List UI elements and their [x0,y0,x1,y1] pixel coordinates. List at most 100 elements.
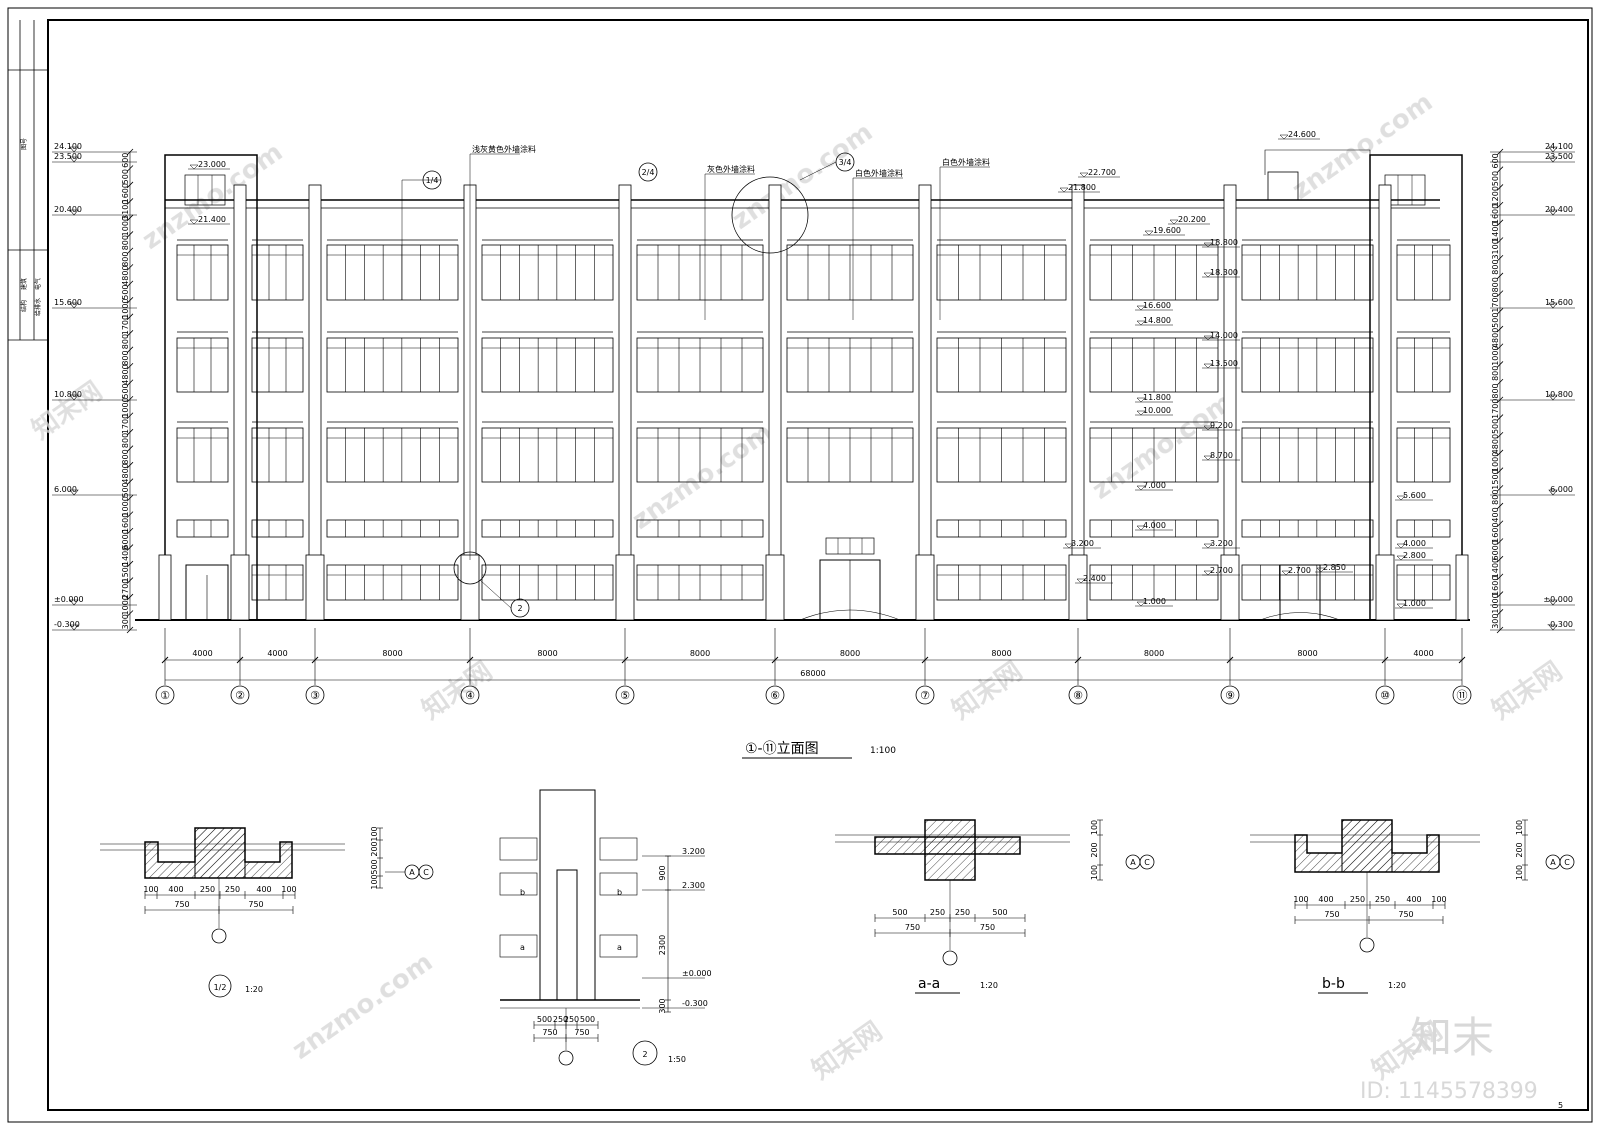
level-value: -0.300 [682,999,708,1008]
inner-border [47,19,1589,1111]
window-band [251,519,304,538]
side-entrance-door [1279,564,1321,621]
axis-bubble [765,685,785,705]
title-block-label: 图号 [21,138,28,150]
level-value: 23.500 [54,152,82,161]
dimension-value: 500 [1491,313,1500,328]
callout-label: 1/4 [426,176,439,185]
detail-dimension: 100 [1293,895,1308,904]
level-value: 21.800 [1068,183,1096,192]
window-band [1396,244,1451,301]
axis-bubble [1559,854,1575,870]
window-band [1241,337,1374,393]
material-note: 白色外墙涂料 [855,168,903,178]
material-notes: 浅灰黄色外墙涂料灰色外墙涂料白色外墙涂料白色外墙涂料1/42/43/42 [401,144,990,618]
window-band [251,564,304,601]
title-block-label: 电气 [34,278,42,290]
axis-bubble [1139,854,1155,870]
window-band [481,244,614,301]
level-value: 10.800 [54,390,82,399]
dimension-value: 1200 [1491,186,1500,206]
watermark-logo: 知末 [1410,1013,1494,1062]
dimension-value: 4800 [1491,328,1500,348]
level-value: 20.200 [1178,215,1206,224]
window-band [1241,244,1374,301]
detail-dimension: 100 [370,826,379,841]
dimension-value: 1000 [121,397,130,417]
dimension-value: 4800 [1491,434,1500,454]
axis-label: ① [160,689,170,702]
dimension-value: 1500 [1491,469,1500,489]
material-note: 浅灰黄色外墙涂料 [472,144,536,154]
detail-scale: 1:20 [980,981,998,990]
dimension-value: 800 [1491,259,1500,274]
level-value: 20.400 [54,205,82,214]
title-block-label: 建筑 [20,278,28,290]
axis-bubble [418,864,434,880]
dimension-value: 3100 [1491,239,1500,259]
dimension-value: 1700 [1491,399,1500,419]
window-band [251,427,304,483]
dimension-value: 800 [1491,383,1500,398]
dimension-value: 4800 [121,463,130,483]
axis-bubble [558,1050,574,1066]
pilasters [158,184,1469,621]
dimension-value: 1600 [1491,576,1500,596]
detail-label: 2 [642,1050,647,1059]
section-mark: b [520,888,525,897]
section-mark: a [617,943,622,952]
level-value: -0.300 [1547,620,1573,629]
right-stair-tower [1369,154,1463,621]
detail-label: b-b [1322,976,1345,992]
axis-bubble [1359,937,1375,953]
axis-label: ⑥ [770,689,780,702]
dimension-value: 1600 [1491,522,1500,542]
level-value: 4.000 [1143,521,1166,530]
axis-label: ③ [310,689,320,702]
outer-border [7,7,1593,1123]
detail-dimension: 100 [1515,820,1524,835]
bay-dimension: 8000 [840,649,860,658]
level-value: 15.600 [54,298,82,307]
level-value: 13.500 [1210,359,1238,368]
detail-dimension: 100 [281,885,296,894]
level-value: 14.800 [1143,316,1171,325]
dimension-value: 1000 [1491,452,1500,472]
level-value: 14.000 [1210,331,1238,340]
detail-dimension: 250 [1350,895,1365,904]
detail-scale: 1:20 [245,985,263,994]
detail-dimension: 100 [1431,895,1446,904]
detail-dimension: 400 [168,885,183,894]
detail-dimension: 750 [174,900,189,909]
dimension-value: 800 [121,350,130,365]
axis-label: ⑧ [1073,689,1083,702]
dimension-value: 3100 [121,200,130,220]
bay-dimension: 8000 [690,649,710,658]
watermark-text: znzmo.com [1287,87,1439,206]
axis-label: ⑤ [620,689,630,702]
dimension-value: 800 [121,449,130,464]
dimension-value: 800 [1491,366,1500,381]
watermark-text: 知末网 [947,656,1028,725]
watermark-text: 知末网 [27,376,108,445]
dimension-value: 500 [121,482,130,497]
window-band [326,337,459,393]
dimension-value: 2700 [121,579,130,599]
level-value: 4.000 [1403,539,1426,548]
axis-tag: C [423,868,429,877]
detail-dimension: 750 [1324,910,1339,919]
axis-label: ⑨ [1225,689,1235,702]
dimension-value: 1000 [1491,345,1500,365]
dimension-value: 500 [121,383,130,398]
axis-bubble [942,950,958,966]
level-value: 8.700 [1210,451,1233,460]
watermark-text: 知末网 [1487,656,1568,725]
dimension-value: 1600 [121,183,130,203]
window-band [326,244,459,301]
dimension-value: 1400 [1491,221,1500,241]
bay-dimension: 8000 [382,649,402,658]
level-value: 20.400 [1545,205,1573,214]
